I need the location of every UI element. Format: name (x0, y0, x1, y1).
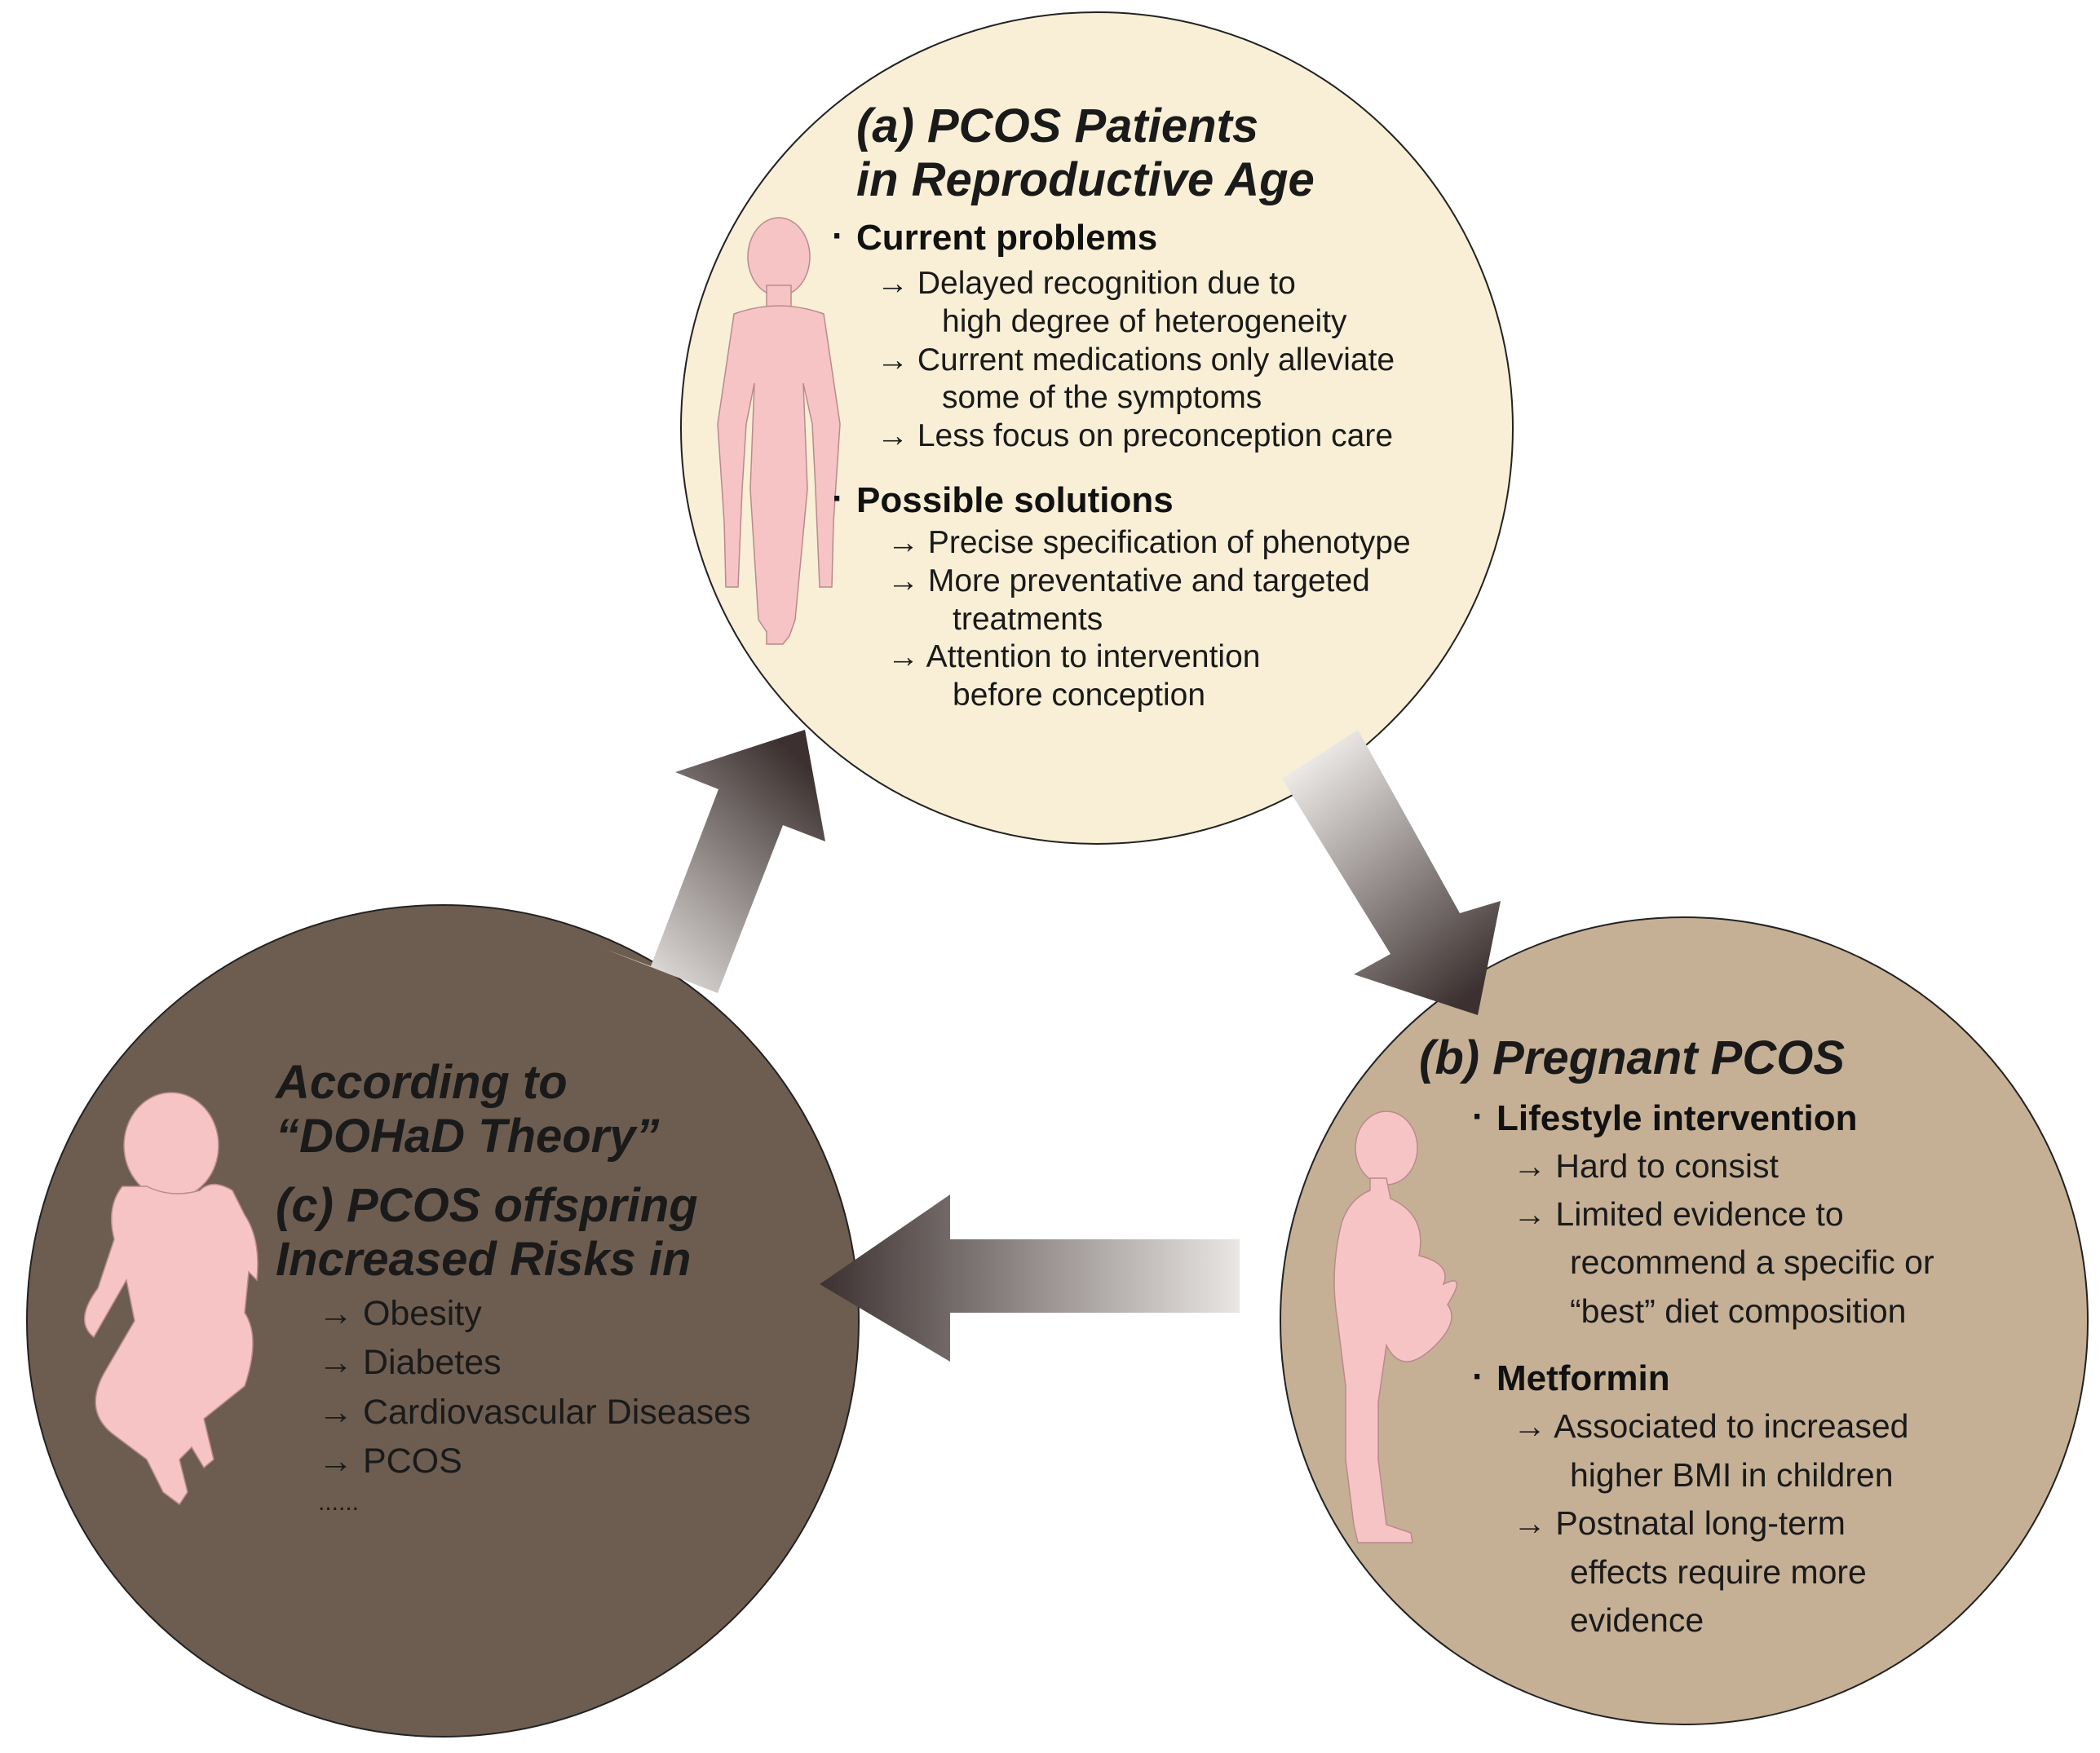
possible-solutions-heading: ·Possible solutions (832, 479, 1174, 521)
circle-reproductive-age (680, 11, 1514, 845)
list-item: “best” diet composition (1570, 1292, 1907, 1330)
list-item: before conception (953, 678, 1206, 713)
panel-pregnant: (b) Pregnant PCOS ·Lifestyle interventio… (1419, 1031, 2088, 1645)
panel-a-title-line1: (a) PCOS Patients (856, 99, 1259, 152)
list-item: high degree of heterogeneity (942, 303, 1347, 339)
circle-pregnant (1280, 916, 2089, 1725)
arrow-pregnant-to-offspring (820, 1194, 1240, 1362)
list-item: ...... (318, 1488, 360, 1516)
panel-reproductive-age: (a) PCOS Patients in Reproductive Age ·C… (832, 99, 1558, 715)
possible-solutions-label: Possible solutions (856, 480, 1174, 521)
list-item: effects require more (1570, 1552, 1867, 1591)
panel-c-title-line3: (c) PCOS offspring (276, 1179, 698, 1233)
current-problems-list: → Delayed recognition due to high degree… (877, 265, 1558, 456)
panel-c-title-line4: Increased Risks in (276, 1232, 692, 1286)
possible-solutions-list: → Precise specification of phenotype → M… (887, 524, 1558, 715)
lifestyle-label: Lifestyle intervention (1497, 1097, 1858, 1138)
adult-woman-silhouette-icon (717, 217, 841, 645)
list-item: → Obesity (318, 1294, 482, 1334)
panel-b-title: (b) Pregnant PCOS (1419, 1031, 1846, 1084)
list-item: → Hard to consist (1513, 1146, 1779, 1185)
list-item: → Precise specification of phenotype (887, 525, 1411, 561)
panel-c-title-line2: “DOHaD Theory” (276, 1109, 660, 1163)
list-item: → More preventative and targeted (887, 563, 1370, 598)
panel-a-title-line2: in Reproductive Age (856, 152, 1315, 206)
list-item: → Less focus on preconception care (877, 418, 1394, 454)
current-problems-heading: ·Current problems (832, 216, 1158, 258)
list-item: → Associated to increased (1513, 1407, 1909, 1446)
lifestyle-heading: ·Lifestyle intervention (1472, 1096, 1858, 1138)
list-item: higher BMI in children (1570, 1455, 1894, 1494)
list-item: → Attention to intervention (887, 639, 1261, 675)
list-item: → PCOS (318, 1441, 462, 1481)
risk-list: → Obesity → Diabetes → Cardiovascular Di… (318, 1289, 847, 1520)
list-item: → Postnatal long-term (1513, 1504, 1846, 1543)
panel-c-title-line1: According to (276, 1056, 568, 1109)
list-item: → Diabetes (318, 1343, 502, 1383)
metformin-list: → Associated to increased higher BMI in … (1513, 1402, 2088, 1645)
circle-offspring (26, 904, 860, 1738)
current-problems-label: Current problems (856, 218, 1158, 258)
metformin-label: Metformin (1497, 1358, 1670, 1399)
list-item: → Cardiovascular Diseases (318, 1392, 751, 1432)
arrow-reproductive-to-pregnant (1282, 730, 1501, 1015)
list-item: → Limited evidence to (1513, 1194, 1844, 1233)
baby-silhouette-icon (83, 1092, 259, 1506)
lifestyle-list: → Hard to consist → Limited evidence to … (1513, 1142, 2088, 1336)
metformin-heading: ·Metformin (1472, 1357, 1670, 1399)
list-item: → Delayed recognition due to (877, 266, 1296, 302)
list-item: treatments (953, 601, 1103, 637)
list-item: recommend a specific or (1570, 1243, 1934, 1282)
panel-offspring: According to “DOHaD Theory” (c) PCOS off… (276, 1056, 847, 1520)
list-item: → Current medications only alleviate (877, 342, 1395, 378)
list-item: evidence (1570, 1601, 1704, 1640)
arrow-offspring-to-reproductive (605, 730, 825, 993)
pregnant-woman-silhouette-icon (1333, 1111, 1457, 1543)
list-item: some of the symptoms (942, 380, 1262, 416)
